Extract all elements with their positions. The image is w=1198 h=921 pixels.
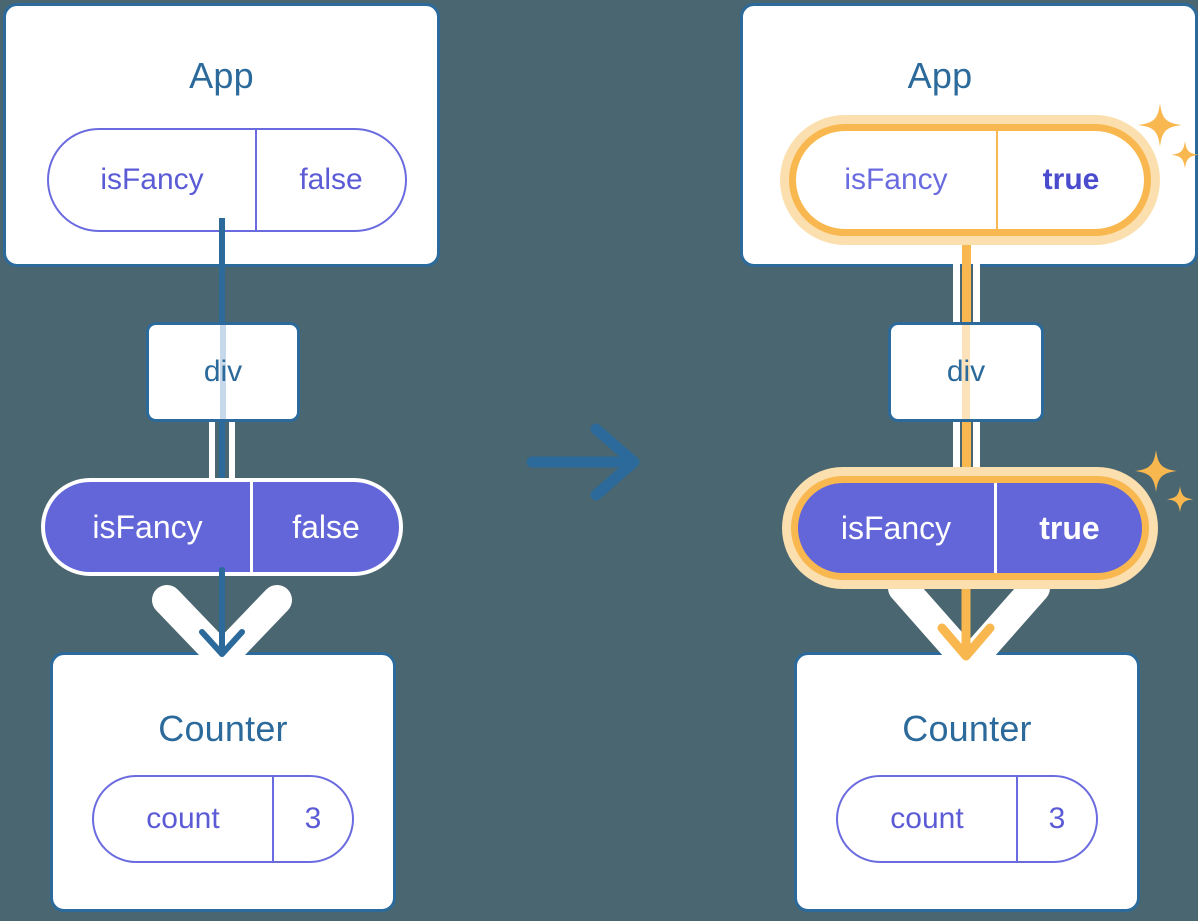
pill-value: false — [250, 482, 399, 572]
counter-card-title-before: Counter — [158, 708, 288, 749]
div-node-label-after: div — [946, 355, 986, 388]
connector-rail-right-after-top — [973, 222, 980, 330]
pill-key: count — [890, 802, 964, 835]
connector-rail-left-after-top — [953, 222, 960, 330]
connector-rail-left-after-bottom — [953, 420, 960, 500]
connector-rail-right-before — [229, 418, 235, 498]
pill-value: true — [994, 483, 1142, 573]
counter-state-pill-before: count 3 — [92, 775, 354, 863]
pill-key: isFancy — [844, 163, 948, 196]
counter-state-pill-after: count 3 — [836, 775, 1098, 863]
connector-rail-right-after-bottom — [973, 420, 980, 500]
div-node-before: div — [146, 322, 300, 422]
pill-key: isFancy — [840, 510, 952, 546]
prop-pill-after-body: isFancy true — [791, 476, 1149, 580]
div-inner-line-before — [220, 325, 226, 419]
counter-card-after: Counter count 3 — [794, 652, 1140, 912]
sparkle-group-prop-after — [1135, 450, 1194, 513]
pill-key: count — [146, 802, 220, 835]
pill-value: true — [996, 131, 1144, 229]
app-state-pill-after-body: isFancy true — [789, 124, 1151, 236]
app-card-title-before: App — [189, 55, 254, 96]
app-card-title-after: App — [907, 55, 973, 96]
pill-value: 3 — [1016, 777, 1096, 861]
transition-arrow-right-icon — [526, 423, 640, 501]
connector-app-to-div-before — [219, 218, 225, 328]
connector-div-to-pill-before — [219, 418, 225, 498]
counter-card-title-after: Counter — [902, 708, 1032, 749]
prop-pill-after: isFancy true — [782, 467, 1158, 589]
connector-div-to-pill-after — [962, 420, 971, 500]
connector-rail-left-before — [209, 418, 215, 498]
app-state-pill-before: isFancy false — [47, 128, 407, 232]
app-card-after: App isFancy true — [740, 3, 1198, 267]
sparkle-group-app-after — [1138, 103, 1198, 169]
connector-app-to-div-after — [962, 218, 971, 330]
div-node-after: div — [888, 322, 1044, 422]
prop-pill-before: isFancy false — [41, 478, 403, 576]
app-state-pill-after: isFancy true — [780, 115, 1160, 245]
counter-card-before: Counter count 3 — [50, 652, 396, 912]
div-inner-line-after — [962, 325, 970, 419]
pill-key: isFancy — [92, 509, 203, 545]
pill-value: false — [255, 130, 405, 230]
div-node-label-before: div — [203, 355, 243, 388]
pill-value: 3 — [272, 777, 352, 861]
app-card-before: App isFancy false — [3, 3, 440, 267]
pill-key: isFancy — [100, 163, 204, 196]
